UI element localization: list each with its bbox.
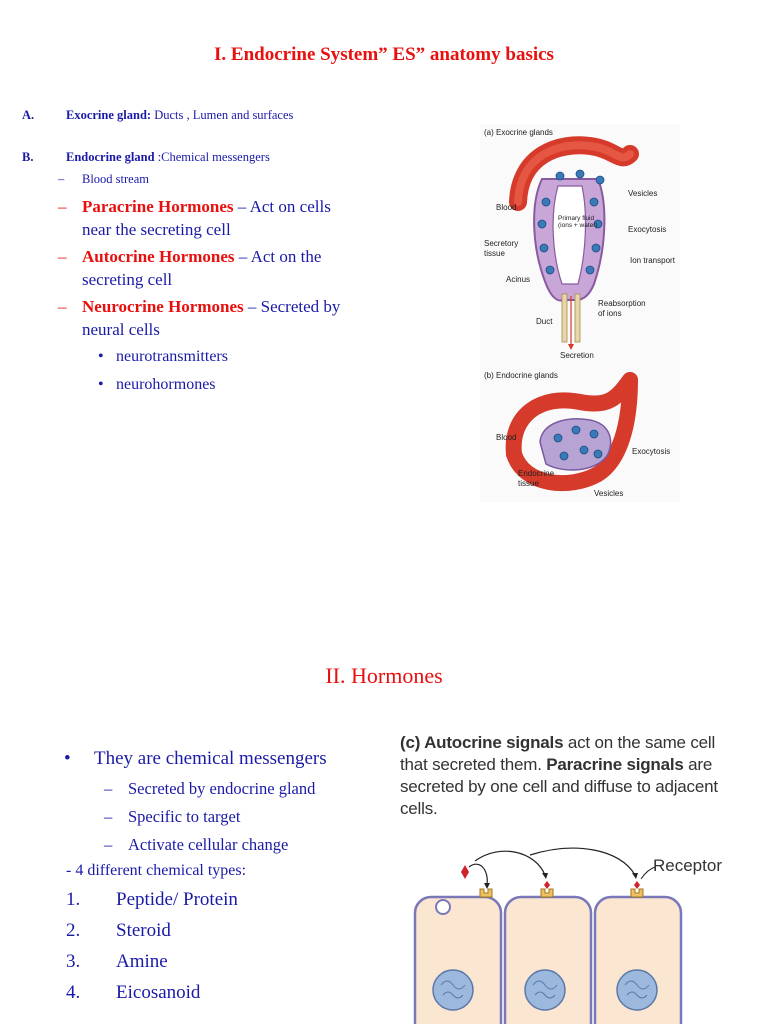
neurocrine-item: –Neurocrine Hormones – Secreted by neura… — [58, 295, 398, 341]
type-name: Amine — [116, 951, 168, 972]
autocrine-item: –Autocrine Hormones – Act on the secreti… — [58, 245, 388, 291]
main-bullet: •They are chemical messengers — [64, 748, 327, 769]
item-b: B. Endocrine gland :Chemical messengers — [22, 150, 270, 165]
dash: – — [58, 172, 65, 186]
paracrine-item: –Paracrine Hormones – Act on cells near … — [58, 195, 388, 241]
section2-title: II. Hormones — [325, 663, 443, 688]
gland-diagram: (a) Exocrine glands Vesicles Blood Prima… — [480, 124, 680, 502]
label-secretion: Secretion — [560, 351, 594, 360]
type-num: 1. — [66, 889, 81, 910]
label-acinus: Acinus — [506, 275, 530, 284]
bullet-text: neurotransmitters — [116, 348, 228, 365]
label-endocrine: Endocrine — [518, 469, 555, 478]
caption-text-2: are secreted by one cell and diffuse to … — [400, 755, 718, 818]
type-1: 1. Peptide/ Protein — [66, 889, 238, 911]
sub-item-text: Specific to target — [128, 807, 241, 826]
caption-text-1: act on the same cell that secreted them. — [400, 733, 716, 774]
panel-a-title: (a) Exocrine glands — [484, 128, 553, 137]
label-exocytosis: Exocytosis — [628, 225, 666, 234]
bullet-neurohormones: •neurohormones — [98, 376, 216, 393]
type-num: 4. — [66, 982, 81, 1003]
label-reabsorption: Reabsorption — [598, 299, 646, 308]
signal-caption: (c) Autocrine signals act on the same ce… — [400, 732, 736, 820]
sub-item-text: Activate cellular change — [128, 835, 289, 854]
dash: – — [58, 297, 67, 316]
type-name: Eicosanoid — [116, 982, 201, 1003]
bullet-text: neurohormones — [116, 376, 216, 393]
receptor-left — [479, 888, 493, 898]
label-ion-transport: Ion transport — [630, 256, 676, 265]
label-duct: Duct — [536, 317, 553, 326]
type-2: 2. Steroid — [66, 920, 171, 942]
signal-molecule — [634, 881, 640, 889]
dash: – — [58, 247, 67, 266]
receptor-middle — [540, 888, 554, 898]
signal-molecule — [461, 865, 469, 879]
autocrine-desc-1: – Act on the — [234, 247, 322, 266]
label-secretory: Secretory — [484, 239, 518, 248]
type-name: Steroid — [116, 920, 171, 941]
type-name: Peptide/ Protein — [116, 889, 238, 910]
item-b-text: :Chemical messengers — [154, 150, 270, 164]
sub-item-activate: –Activate cellular change — [104, 835, 289, 854]
section1-title: I. Endocrine System” ES” anatomy basics — [214, 44, 554, 65]
label-ions-water: (ions + water) — [558, 222, 598, 229]
type-3: 3. Amine — [66, 951, 168, 973]
neurocrine-term: Neurocrine Hormones — [82, 297, 244, 316]
panel-b-title: (b) Endocrine glands — [484, 371, 558, 380]
blood-stream-text: Blood stream — [82, 172, 150, 186]
main-bullet-text: They are chemical messengers — [94, 748, 327, 769]
autocrine-term: Autocrine Hormones — [82, 247, 235, 266]
autocrine-arrow — [468, 863, 488, 886]
label-blood-b: Blood — [496, 433, 516, 442]
label-vesicles: Vesicles — [628, 189, 657, 198]
item-b-marker: B. — [22, 150, 34, 164]
label-exocytosis-b: Exocytosis — [632, 447, 670, 456]
caption-prefix: (c) — [400, 733, 425, 752]
vesicle — [435, 899, 451, 915]
autocrine-desc-2: secreting cell — [82, 270, 173, 289]
type-4: 4. Eicosanoid — [66, 982, 200, 1004]
sub-item-secreted: –Secreted by endocrine gland — [104, 779, 316, 798]
paracrine-arrow-2 — [529, 847, 636, 876]
item-a-text: Ducts , Lumen and surfaces — [151, 108, 294, 122]
blood-stream-item: – Blood stream — [58, 172, 149, 187]
item-a-marker: A. — [22, 108, 35, 122]
signal-diagram: Receptor — [413, 847, 722, 1024]
signal-molecule — [544, 881, 550, 889]
type-num: 2. — [66, 920, 81, 941]
neurocrine-desc-1: – Secreted by — [243, 297, 341, 316]
acinus-lumen — [552, 185, 587, 285]
item-b-label: Endocrine gland — [66, 150, 155, 164]
blood-vessel-b-top — [505, 372, 638, 462]
label-of-ions: of ions — [598, 309, 622, 318]
receptor-label: Receptor — [653, 856, 722, 875]
receptor-pointer — [640, 866, 656, 880]
blood-vessel-b-bottom — [506, 372, 638, 492]
item-a-label: Exocrine gland: — [66, 108, 152, 122]
dash: – — [58, 197, 67, 216]
caption-paracrine: Paracrine signals — [546, 755, 684, 774]
nucleus — [616, 969, 658, 1011]
neurocrine-desc-2: neural cells — [82, 320, 160, 339]
nucleus — [432, 969, 474, 1011]
item-a: A. Exocrine gland: Ducts , Lumen and surf… — [22, 108, 293, 123]
bullet-neurotransmitters: •neurotransmitters — [98, 348, 228, 365]
label-blood: Blood — [496, 203, 516, 212]
sub-item-specific: –Specific to target — [104, 807, 241, 826]
label-endocrine-tissue: tissue — [518, 479, 539, 488]
label-tissue: tissue — [484, 249, 505, 258]
receptor-right — [630, 888, 644, 898]
sub-item-text: Secreted by endocrine gland — [128, 779, 316, 798]
paracrine-desc-1: – Act on cells — [233, 197, 331, 216]
types-intro: - 4 different chemical types: — [66, 862, 247, 879]
paracrine-desc-2: near the secreting cell — [82, 220, 231, 239]
paracrine-term: Paracrine Hormones — [82, 197, 234, 216]
label-vesicles-b: Vesicles — [594, 489, 623, 498]
paracrine-arrow-1 — [474, 850, 546, 876]
nucleus — [524, 969, 566, 1011]
caption-autocrine: Autocrine signals — [424, 733, 564, 752]
label-primary-fluid: Primary fluid — [558, 215, 595, 222]
type-num: 3. — [66, 951, 81, 972]
